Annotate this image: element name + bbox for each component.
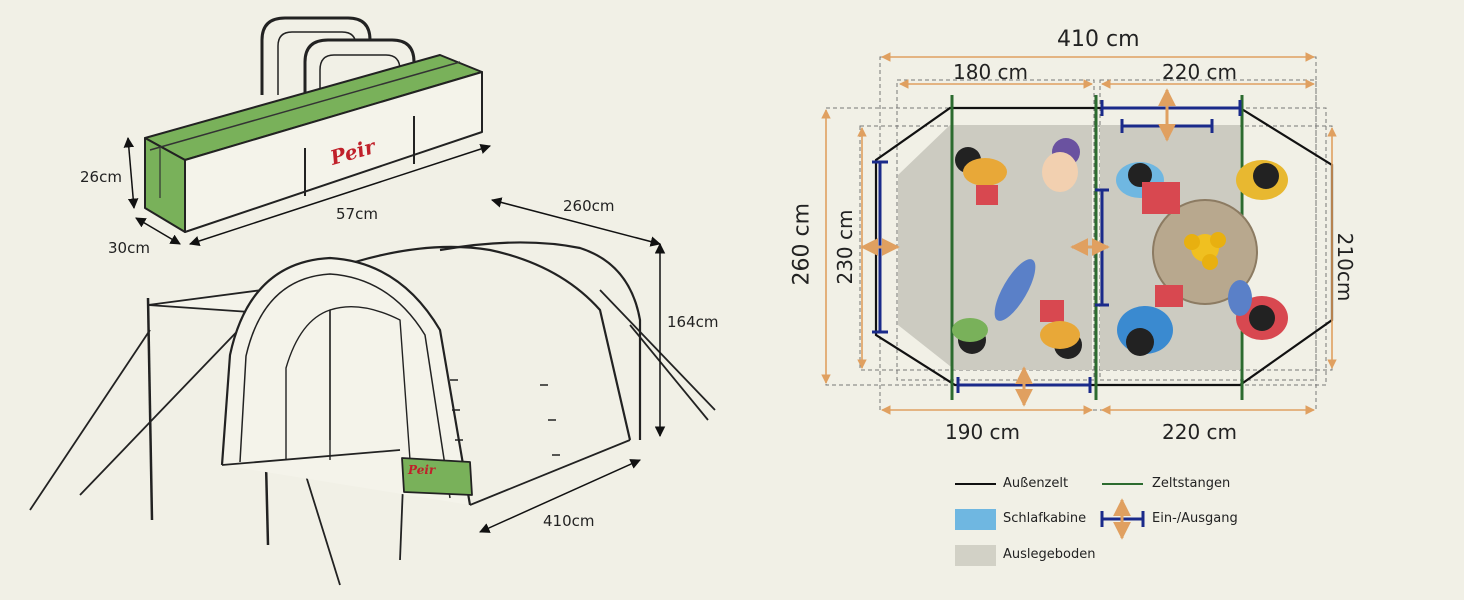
bottom-right-length-label: 220 cm: [1162, 420, 1238, 444]
bag-handle-back: [260, 16, 372, 95]
bag-length-label: 57cm: [336, 205, 378, 223]
legend-swatch-groundsheet: [955, 545, 996, 566]
bag-depth-arrow: [135, 217, 181, 245]
floorplan: [821, 52, 1337, 566]
legend-label-groundsheet: Auslegeboden: [1003, 547, 1096, 562]
top-right-length-label: 220 cm: [1162, 60, 1238, 84]
legend-swatch-entrance: [1100, 498, 1145, 540]
bag-length-arrow: [189, 143, 491, 247]
tent-middle-arch: [354, 245, 632, 441]
bag-height-label: 26cm: [80, 168, 122, 186]
legend-label-sleeping-cabin: Schlafkabine: [1003, 511, 1087, 526]
tent-back-arch: [439, 241, 642, 440]
outer-depth-label: 260 cm: [789, 202, 815, 286]
tent-depth-arrow: [490, 197, 662, 247]
legend-label-outer-tent: Außenzelt: [1003, 476, 1069, 491]
legend-swatch-sleeping-cabin: [955, 509, 996, 530]
tent-brand-logo: Peir: [408, 463, 436, 477]
tent-length-arrow: [479, 459, 641, 533]
tent-height-label: 164cm: [667, 313, 719, 331]
carry-bag: [123, 16, 491, 247]
legend: [955, 483, 1145, 566]
inner-depth-label: 230 cm: [833, 209, 857, 285]
bottom-left-length-label: 190 cm: [945, 420, 1021, 444]
outer-tent-outline: [874, 106, 1334, 387]
tent-length-label: 410cm: [543, 512, 595, 530]
total-length-label: 410 cm: [1057, 27, 1140, 52]
tent-front-arch: [220, 256, 472, 506]
top-left-length-label: 180 cm: [953, 60, 1029, 84]
legend-label-entrance: Ein-/Ausgang: [1152, 511, 1238, 526]
legend-label-poles: Zeltstangen: [1152, 476, 1231, 491]
right-depth-label: 210cm: [1333, 232, 1357, 302]
tent-drawing: [29, 197, 716, 586]
dimension-lines: [821, 52, 1337, 415]
access-arrows: [860, 88, 1176, 407]
bag-height-arrow: [123, 136, 139, 210]
tent-brand-panel: [401, 457, 473, 496]
people: [952, 138, 1288, 359]
tent-depth-label: 260cm: [563, 197, 615, 215]
bag-depth-label: 30cm: [108, 239, 150, 257]
